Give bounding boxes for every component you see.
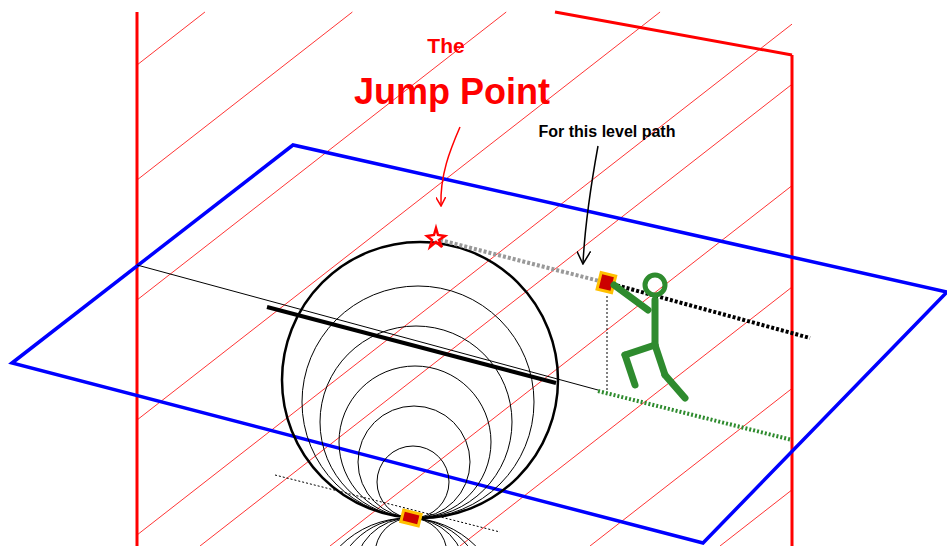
heading-title: Jump Point <box>354 74 550 110</box>
leader-arrow <box>583 146 598 263</box>
contact-marker <box>401 510 421 526</box>
grid-line <box>137 12 352 180</box>
jump-circles <box>282 242 558 546</box>
level-plane <box>12 145 947 543</box>
stick-figure <box>614 275 685 398</box>
level-path-ahead <box>612 284 810 338</box>
tangent-line <box>275 475 500 532</box>
grid-line <box>137 12 660 420</box>
grid-line <box>137 12 205 65</box>
diameter-line <box>267 307 556 383</box>
grid-line <box>330 186 792 546</box>
leader-arrow <box>441 127 460 205</box>
grid-line <box>460 287 792 546</box>
drop-line <box>607 296 608 390</box>
callout-text: For this level path <box>539 124 676 140</box>
jump-star <box>427 228 445 247</box>
grid-line <box>720 490 792 546</box>
ground-path <box>598 391 792 440</box>
grid-line <box>200 84 792 546</box>
plane-grid <box>137 12 792 546</box>
level-path <box>440 240 603 282</box>
axis-line <box>137 265 598 390</box>
heading-word: The <box>427 35 464 56</box>
grid-line <box>137 24 792 535</box>
grid-line <box>137 12 506 300</box>
vertical-plane <box>137 12 792 546</box>
